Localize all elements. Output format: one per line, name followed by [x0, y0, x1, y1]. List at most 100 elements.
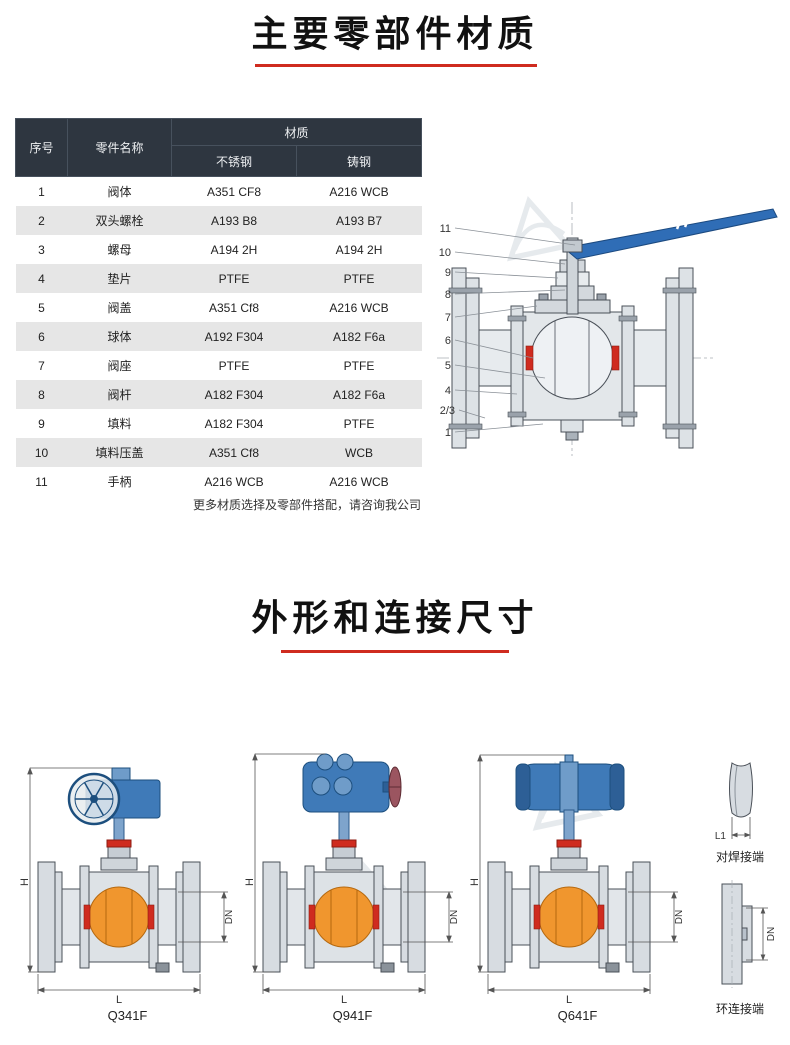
electric-actuator	[302, 753, 402, 813]
callout-numbers: 11 10 9 8 7 6 5 4 2/3 1	[439, 223, 455, 439]
dim-L1	[731, 817, 751, 839]
valve-seats	[533, 904, 605, 930]
cell-stainless: A182 F304	[204, 387, 264, 402]
dim-L1-label: L1	[715, 831, 727, 842]
cell-cast: PTFE	[343, 271, 375, 286]
dim-DN-label: DN	[766, 927, 777, 941]
stem-nut	[562, 239, 583, 253]
cell-stainless: PTFE	[218, 271, 250, 286]
dim-L-label: L	[116, 994, 122, 1006]
watermark-logo	[506, 196, 574, 262]
cell-part: 阀体	[107, 185, 132, 199]
dim-DN	[178, 891, 228, 943]
cell-stainless: A194 2H	[210, 242, 258, 257]
materials-note: 更多材质选择及零部件搭配，请咨询我公司	[192, 498, 421, 512]
cell-stainless: PTFE	[218, 358, 250, 373]
cell-cast: A194 2H	[335, 242, 383, 257]
flange-bolts	[448, 287, 697, 430]
cell-part: 阀盖	[107, 301, 132, 315]
dim-H	[27, 767, 112, 973]
model-label-q641f: Q641F	[557, 1008, 598, 1023]
ring-end-profile	[721, 883, 753, 985]
cell-part: 阀杆	[107, 388, 132, 402]
cell-no: 2	[38, 213, 45, 228]
yoke	[107, 846, 131, 860]
gland-red	[331, 839, 357, 848]
model-label-q341f: Q341F	[107, 1008, 148, 1023]
weld-end-label: 对焊接端	[715, 850, 764, 864]
valve-drawing-q341f: H DN L	[20, 767, 235, 1006]
yoke	[332, 846, 356, 860]
cell-no: 5	[38, 300, 45, 315]
dim-DN	[628, 891, 678, 943]
cell-cast: PTFE	[343, 358, 375, 373]
callout-7: 7	[445, 312, 451, 324]
dim-DN-label: DN	[674, 910, 685, 924]
gland-red	[556, 839, 582, 848]
dimensions-section-title: 外形和连接尺寸	[251, 597, 539, 638]
callout-11: 11	[440, 223, 451, 235]
callout-9: 9	[445, 267, 451, 279]
ball	[313, 886, 375, 948]
cell-part: 螺母	[107, 243, 132, 257]
model-label-q941f: Q941F	[332, 1008, 373, 1023]
cell-cast: A216 WCB	[329, 184, 389, 199]
cell-no: 8	[38, 387, 45, 402]
cell-no: 1	[38, 184, 45, 199]
cell-part: 阀座	[107, 359, 132, 373]
cell-stainless: A216 WCB	[204, 474, 264, 489]
cell-stainless: A182 F304	[204, 416, 264, 431]
gear-operator	[67, 767, 161, 826]
cell-stainless: A192 F304	[204, 329, 264, 344]
col-header-stainless: 不锈钢	[171, 145, 297, 177]
cell-cast: A182 F6a	[332, 329, 386, 344]
cell-cast: PTFE	[343, 416, 375, 431]
cell-no: 4	[38, 271, 45, 286]
cell-no: 9	[38, 416, 45, 431]
valve-drawing-q941f: H DN L	[245, 753, 460, 1006]
cell-part: 双头螺栓	[95, 214, 144, 228]
callout-1: 1	[445, 427, 451, 439]
title-underline	[255, 64, 537, 67]
cell-no: 11	[35, 474, 48, 489]
dim-H-label: H	[245, 878, 256, 886]
dim-L-label: L	[341, 994, 347, 1006]
cell-stainless: A351 CF8	[206, 184, 262, 199]
cell-no: 3	[38, 242, 45, 257]
dim-H-label: H	[20, 878, 31, 886]
table-row: 3 螺母 A194 2H A194 2H	[15, 235, 422, 264]
valve-seats	[308, 904, 380, 930]
dim-DN	[403, 891, 453, 943]
ball	[88, 886, 150, 948]
dim-L-label: L	[566, 994, 572, 1006]
dim-H	[252, 753, 325, 973]
table-row: 4 垫片 PTFE PTFE	[15, 264, 422, 293]
dim-DN-label: DN	[224, 910, 235, 924]
watermark-logo	[183, 421, 259, 496]
valve-seats	[83, 904, 155, 930]
cell-stainless: A351 Cf8	[208, 445, 260, 460]
weld-end-drawing: L1	[715, 762, 753, 842]
cell-stainless: A351 Cf8	[208, 300, 260, 315]
dim-H-label: H	[470, 878, 481, 886]
callout-6: 6	[445, 335, 451, 347]
dim-DN-label: DN	[449, 910, 460, 924]
handle	[562, 208, 778, 260]
callout-leaders	[454, 227, 576, 433]
col-header-part: 零件名称	[67, 118, 172, 177]
cell-part: 填料	[107, 417, 132, 431]
cell-part: 垫片	[107, 272, 132, 286]
dim-L	[487, 974, 651, 994]
ring-end-label: 环连接端	[715, 1002, 764, 1016]
title-underline	[281, 650, 509, 653]
pneumatic-actuator	[515, 754, 625, 813]
cell-stainless: A193 B8	[210, 213, 258, 228]
